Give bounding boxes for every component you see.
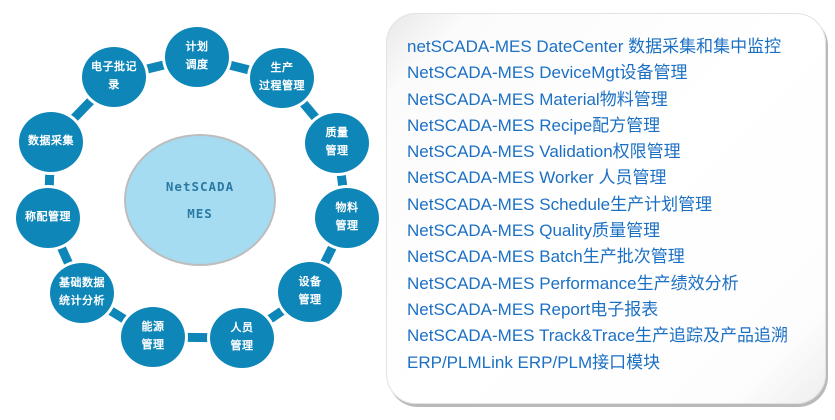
module-list-item: NetSCADA-MES DeviceMgt设备管理 xyxy=(407,63,688,83)
node-base-data-statistics: 基础数据 统计分析 xyxy=(47,260,117,326)
hub-netscada-mes: NetSCADA MES xyxy=(124,134,276,266)
module-list-item: NetSCADA-MES Schedule生产计划管理 xyxy=(407,194,713,214)
node-production-process-mgmt: 生产 过程管理 xyxy=(247,45,317,111)
module-list-item: NetSCADA-MES Validation权限管理 xyxy=(407,142,681,162)
node-material-mgmt: 物料 管理 xyxy=(312,185,382,251)
node-data-acquisition: 数据采集 xyxy=(16,109,86,175)
node-energy-mgmt: 能源 管理 xyxy=(118,304,188,370)
mes-ring-diagram: NetSCADA MES 计划 调度 生产 过程管理 质量 管理 物料 管理 设… xyxy=(0,0,395,420)
module-list-item: NetSCADA-MES Worker 人员管理 xyxy=(407,168,667,188)
node-quality-mgmt: 质量 管理 xyxy=(302,110,372,176)
node-personnel-mgmt: 人员 管理 xyxy=(207,305,277,371)
module-list-item: ERP/PLMLink ERP/PLM接口模块 xyxy=(407,352,661,372)
node-weighing-dispensing-mgmt: 称配管理 xyxy=(13,185,83,251)
module-list-item: NetSCADA-MES Performance生产绩效分析 xyxy=(407,273,739,293)
module-list-item: netSCADA-MES DateCenter 数据采集和集中监控 xyxy=(407,37,782,56)
module-list-item: NetSCADA-MES Track&Trace生产追踪及产品追溯 xyxy=(407,326,788,346)
module-list-item: NetSCADA-MES Quality质量管理 xyxy=(407,221,661,241)
modules-panel: netSCADA-MES DateCenter 数据采集和集中监控 NetSCA… xyxy=(386,13,826,404)
module-list-item: NetSCADA-MES Material物料管理 xyxy=(407,89,668,109)
node-electronic-batch-record: 电子批记 录 xyxy=(79,44,149,110)
module-list-item: NetSCADA-MES Report电子报表 xyxy=(407,299,659,319)
module-list-item: NetSCADA-MES Recipe配方管理 xyxy=(407,115,661,135)
node-plan-scheduling: 计划 调度 xyxy=(162,24,232,90)
module-list-item: NetSCADA-MES Batch生产批次管理 xyxy=(407,247,685,267)
node-equipment-mgmt: 设备 管理 xyxy=(275,259,345,325)
